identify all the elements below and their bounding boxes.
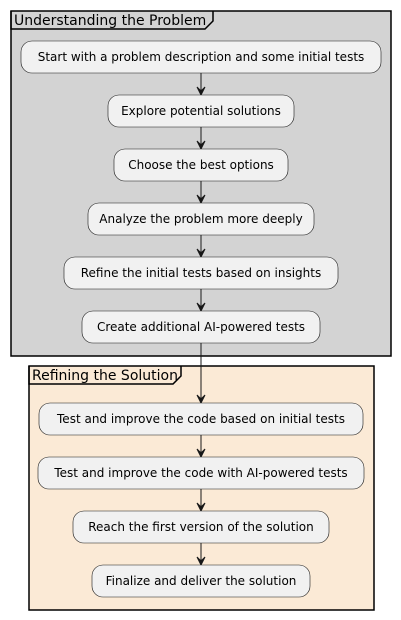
arrow <box>196 73 206 97</box>
activity-node: Refine the initial tests based on insigh… <box>63 256 339 290</box>
activity-label: Finalize and deliver the solution <box>106 574 297 588</box>
activity-nodes: Start with a problem description and som… <box>20 40 382 598</box>
activity-label: Create additional AI-powered tests <box>97 320 305 334</box>
arrow <box>196 435 206 459</box>
arrow <box>196 127 206 151</box>
activity-node: Choose the best options <box>113 148 289 182</box>
arrow <box>196 343 206 405</box>
activity-label: Reach the first version of the solution <box>88 520 314 534</box>
activity-label: Start with a problem description and som… <box>38 50 365 64</box>
arrow <box>196 543 206 567</box>
activity-label: Refine the initial tests based on insigh… <box>81 266 321 280</box>
activity-node: Test and improve the code with AI-powere… <box>37 456 365 490</box>
activity-node: Analyze the problem more deeply <box>87 202 315 236</box>
arrow <box>196 235 206 259</box>
activity-label: Choose the best options <box>128 158 274 172</box>
activity-node: Start with a problem description and som… <box>20 40 382 74</box>
arrows <box>196 73 206 567</box>
arrow <box>196 489 206 513</box>
activity-node: Test and improve the code based on initi… <box>38 402 364 436</box>
partition-title: Refining the Solution <box>32 368 178 384</box>
arrow <box>196 289 206 313</box>
partition-title: Understanding the Problem <box>14 13 206 29</box>
partition-title-tab <box>28 366 182 385</box>
activity-label: Explore potential solutions <box>121 104 281 118</box>
activity-node: Reach the first version of the solution <box>72 510 330 544</box>
activity-label: Test and improve the code with AI-powere… <box>53 466 347 480</box>
activity-node: Create additional AI-powered tests <box>81 310 321 344</box>
activity-node: Explore potential solutions <box>107 94 295 128</box>
activity-label: Analyze the problem more deeply <box>99 212 302 226</box>
activity-label: Test and improve the code based on initi… <box>56 412 345 426</box>
activity-node: Finalize and deliver the solution <box>91 564 311 598</box>
partition-title-tab <box>10 11 214 30</box>
arrow <box>196 181 206 205</box>
